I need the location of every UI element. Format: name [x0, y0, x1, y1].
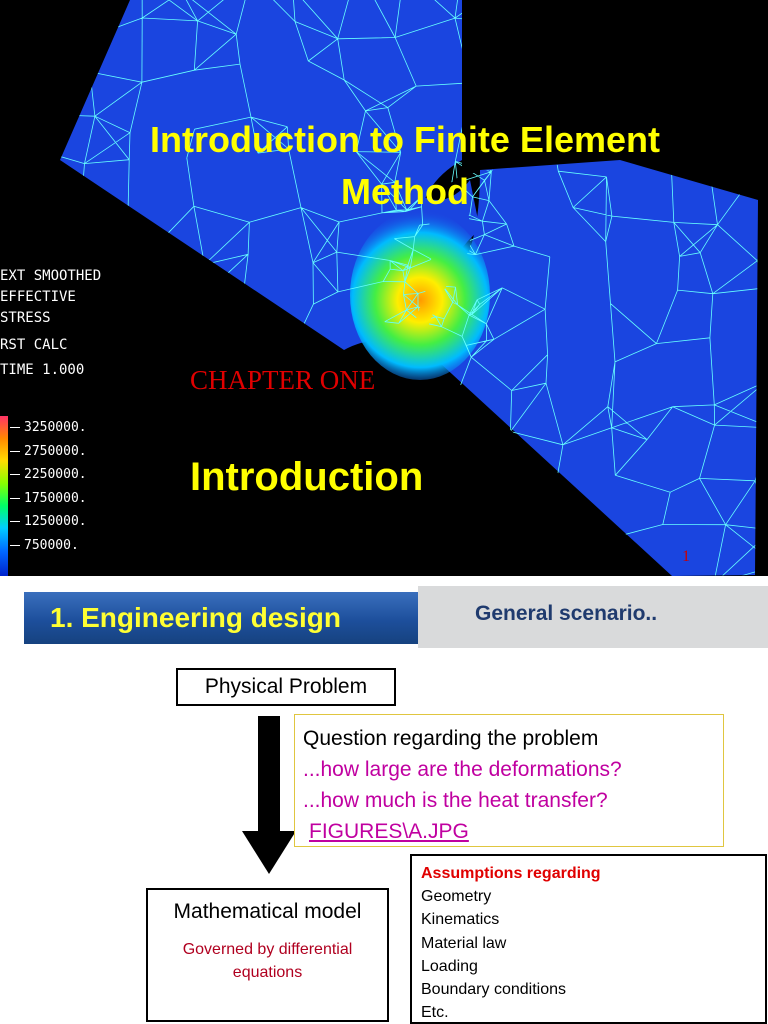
question-heading: Question regarding the problem	[303, 727, 599, 750]
legend-line: EXT SMOOTHED	[0, 268, 102, 284]
scale-label: 3250000.	[0, 416, 87, 440]
physical-problem-box: Physical Problem	[176, 668, 396, 706]
scale-label: 2750000.	[0, 440, 87, 464]
assumptions-heading: Assumptions regarding	[421, 865, 601, 882]
assumption-item: Boundary conditions	[421, 981, 566, 999]
assumption-item: Loading	[421, 957, 478, 975]
question-box: Question regarding the problem ...how la…	[294, 714, 724, 847]
legend-line: RST CALC	[0, 337, 68, 353]
scale-label: 750000.	[0, 534, 87, 558]
section-banner-title: 1. Engineering design	[50, 602, 341, 633]
figure-link[interactable]: FIGURES\A.JPG	[309, 820, 469, 843]
math-model-heading: Mathematical model	[173, 900, 362, 923]
legend-line: STRESS	[0, 310, 51, 326]
legend-line: TIME 1.000	[0, 362, 85, 378]
color-scale-labels: 3250000. 2750000. 2250000. 1750000. 1250…	[0, 416, 87, 557]
legend-line: EFFECTIVE	[0, 289, 76, 305]
question-line: ...how much is the heat transfer?	[303, 789, 608, 812]
mathematical-model-box: Mathematical model Governed by different…	[146, 888, 389, 1022]
scale-label: 2250000.	[0, 463, 87, 487]
assumption-item: Material law	[421, 934, 507, 952]
scale-label: 1250000.	[0, 510, 87, 534]
down-arrow-icon	[242, 716, 296, 874]
slide-title-line-1: Introduction to Finite Element	[150, 119, 660, 160]
stress-legend: EXT SMOOTHED EFFECTIVE STRESS RST CALC T…	[0, 266, 101, 381]
slide-title-line-2: Method	[341, 171, 469, 212]
slide-subtitle: Introduction	[190, 455, 424, 499]
scenario-label: General scenario..	[475, 602, 658, 625]
math-model-desc: Governed by differential equations	[182, 941, 353, 981]
question-line: ...how large are the deformations?	[303, 758, 622, 781]
fem-stress-mesh-image	[60, 0, 758, 576]
assumption-item: Etc.	[421, 1004, 449, 1022]
stress-hotspot	[350, 210, 490, 380]
slide-number: 1	[682, 548, 690, 565]
color-scale-bar	[0, 416, 8, 576]
section-banner	[24, 592, 418, 644]
assumption-item: Kinematics	[421, 911, 500, 929]
assumption-item: Geometry	[421, 888, 492, 906]
mesh-right-part	[428, 160, 758, 576]
assumptions-box: Assumptions regarding Geometry Kinematic…	[410, 854, 767, 1024]
chapter-label: CHAPTER ONE	[190, 365, 376, 395]
title-slide: Introduction to Finite Element Method EX…	[0, 0, 768, 576]
scenario-panel	[418, 586, 768, 648]
scale-label: 1750000.	[0, 487, 87, 511]
